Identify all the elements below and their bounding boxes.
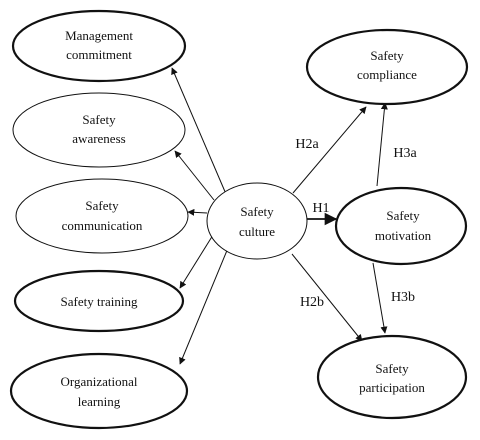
node-learning: Organizational learning — [9, 352, 189, 430]
node-management: Management commitment — [11, 9, 187, 83]
node-compliance-line2: compliance — [357, 67, 417, 82]
node-communication: Safety communication — [15, 178, 189, 254]
node-participation-line2: participation — [359, 380, 425, 395]
node-participation-line1: Safety — [375, 361, 409, 376]
label-h3b: H3b — [391, 290, 415, 305]
node-communication-line2: communication — [62, 218, 143, 233]
node-awareness-line2: awareness — [72, 131, 125, 146]
node-training-line1: Safety training — [61, 294, 138, 309]
edge-culture-training — [179, 234, 214, 289]
edge-h2b — [291, 253, 363, 342]
edge-culture-communication — [187, 208, 208, 216]
node-awareness: Safety awareness — [12, 92, 186, 168]
node-learning-line1: Organizational — [60, 374, 137, 389]
node-management-line2: commitment — [66, 47, 132, 62]
node-motivation: Safety motivation — [334, 186, 468, 266]
label-h1: H1 — [312, 201, 329, 216]
node-compliance-line1: Safety — [370, 48, 404, 63]
node-motivation-line1: Safety — [386, 208, 420, 223]
label-h3a: H3a — [393, 146, 417, 161]
node-culture-line2: culture — [239, 224, 275, 239]
node-awareness-line1: Safety — [82, 112, 116, 127]
node-learning-line2: learning — [78, 394, 121, 409]
node-culture-line1: Safety — [240, 204, 274, 219]
edge-culture-learning — [179, 247, 229, 365]
edge-h2a — [292, 106, 367, 194]
node-management-line1: Management — [65, 28, 133, 43]
node-communication-line1: Safety — [85, 198, 119, 213]
node-training: Safety training — [13, 269, 185, 333]
edge-culture-awareness — [174, 150, 215, 201]
edge-culture-management — [171, 67, 227, 195]
label-h2b: H2b — [300, 295, 324, 310]
node-participation: Safety participation — [316, 334, 468, 420]
edges — [171, 67, 388, 365]
node-compliance: Safety compliance — [305, 28, 469, 106]
edge-h3b — [372, 262, 388, 334]
node-motivation-line2: motivation — [375, 228, 432, 243]
label-h2a: H2a — [295, 137, 319, 152]
edge-h3a — [376, 102, 388, 187]
node-safety-culture: Safety culture — [206, 182, 308, 260]
